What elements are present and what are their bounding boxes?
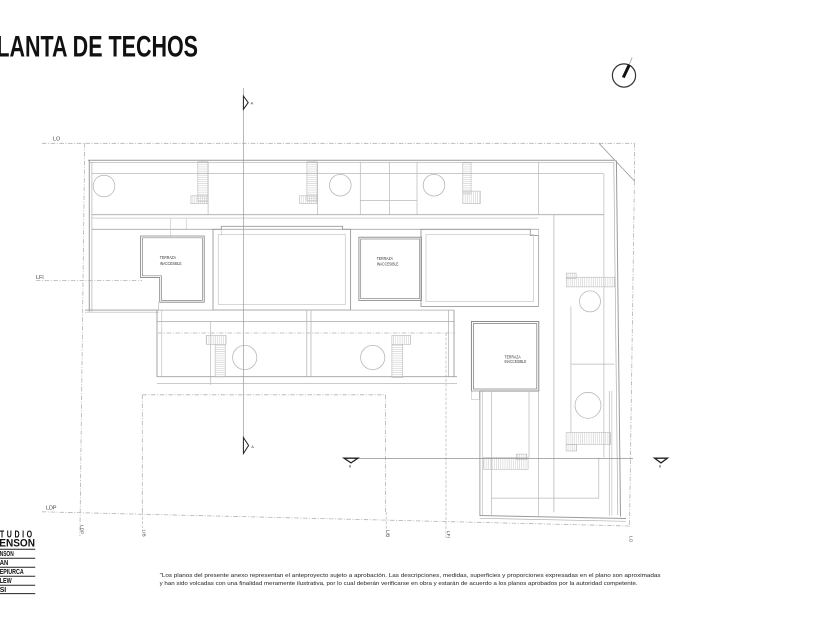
svg-text:BENSON: BENSON: [0, 537, 35, 549]
svg-text:LO: LO: [53, 137, 60, 143]
svg-text:PLANTA DE TECHOS: PLANTA DE TECHOS: [0, 31, 198, 64]
svg-text:STUDIO: STUDIO: [0, 528, 35, 539]
svg-text:TERRAZA: TERRAZA: [160, 255, 177, 260]
svg-text:LDP: LDP: [46, 506, 57, 512]
svg-text:AN: AN: [0, 558, 8, 567]
svg-text:B: B: [659, 465, 662, 469]
svg-text:INACCESIBLE: INACCESIBLE: [505, 359, 527, 364]
svg-text:LEW: LEW: [0, 576, 12, 585]
svg-text:"Los planos del presente anexo: "Los planos del presente anexo represent…: [160, 573, 661, 579]
svg-text:LO: LO: [628, 536, 634, 543]
svg-text:A: A: [251, 445, 254, 449]
svg-text:LDP: LDP: [79, 525, 85, 534]
svg-text:TERRAZA: TERRAZA: [377, 256, 394, 261]
svg-text:B: B: [349, 465, 352, 469]
svg-text:LFI: LFI: [445, 531, 451, 538]
svg-text:SI: SI: [0, 585, 6, 594]
svg-text:A: A: [251, 102, 254, 106]
svg-text:y han sido volcadas con una fi: y han sido volcadas con una finalidad me…: [160, 581, 639, 587]
svg-text:LFI: LFI: [36, 275, 44, 281]
svg-text:NSON: NSON: [0, 549, 14, 558]
svg-text:INACCESIBLE: INACCESIBLE: [160, 261, 182, 266]
svg-text:TERRAZA: TERRAZA: [505, 354, 522, 359]
svg-text:INACCESIBLE: INACCESIBLE: [377, 262, 399, 267]
svg-text:LIB: LIB: [141, 530, 147, 537]
svg-text:EPIURCA: EPIURCA: [0, 567, 24, 576]
svg-text:LIB: LIB: [384, 530, 390, 537]
